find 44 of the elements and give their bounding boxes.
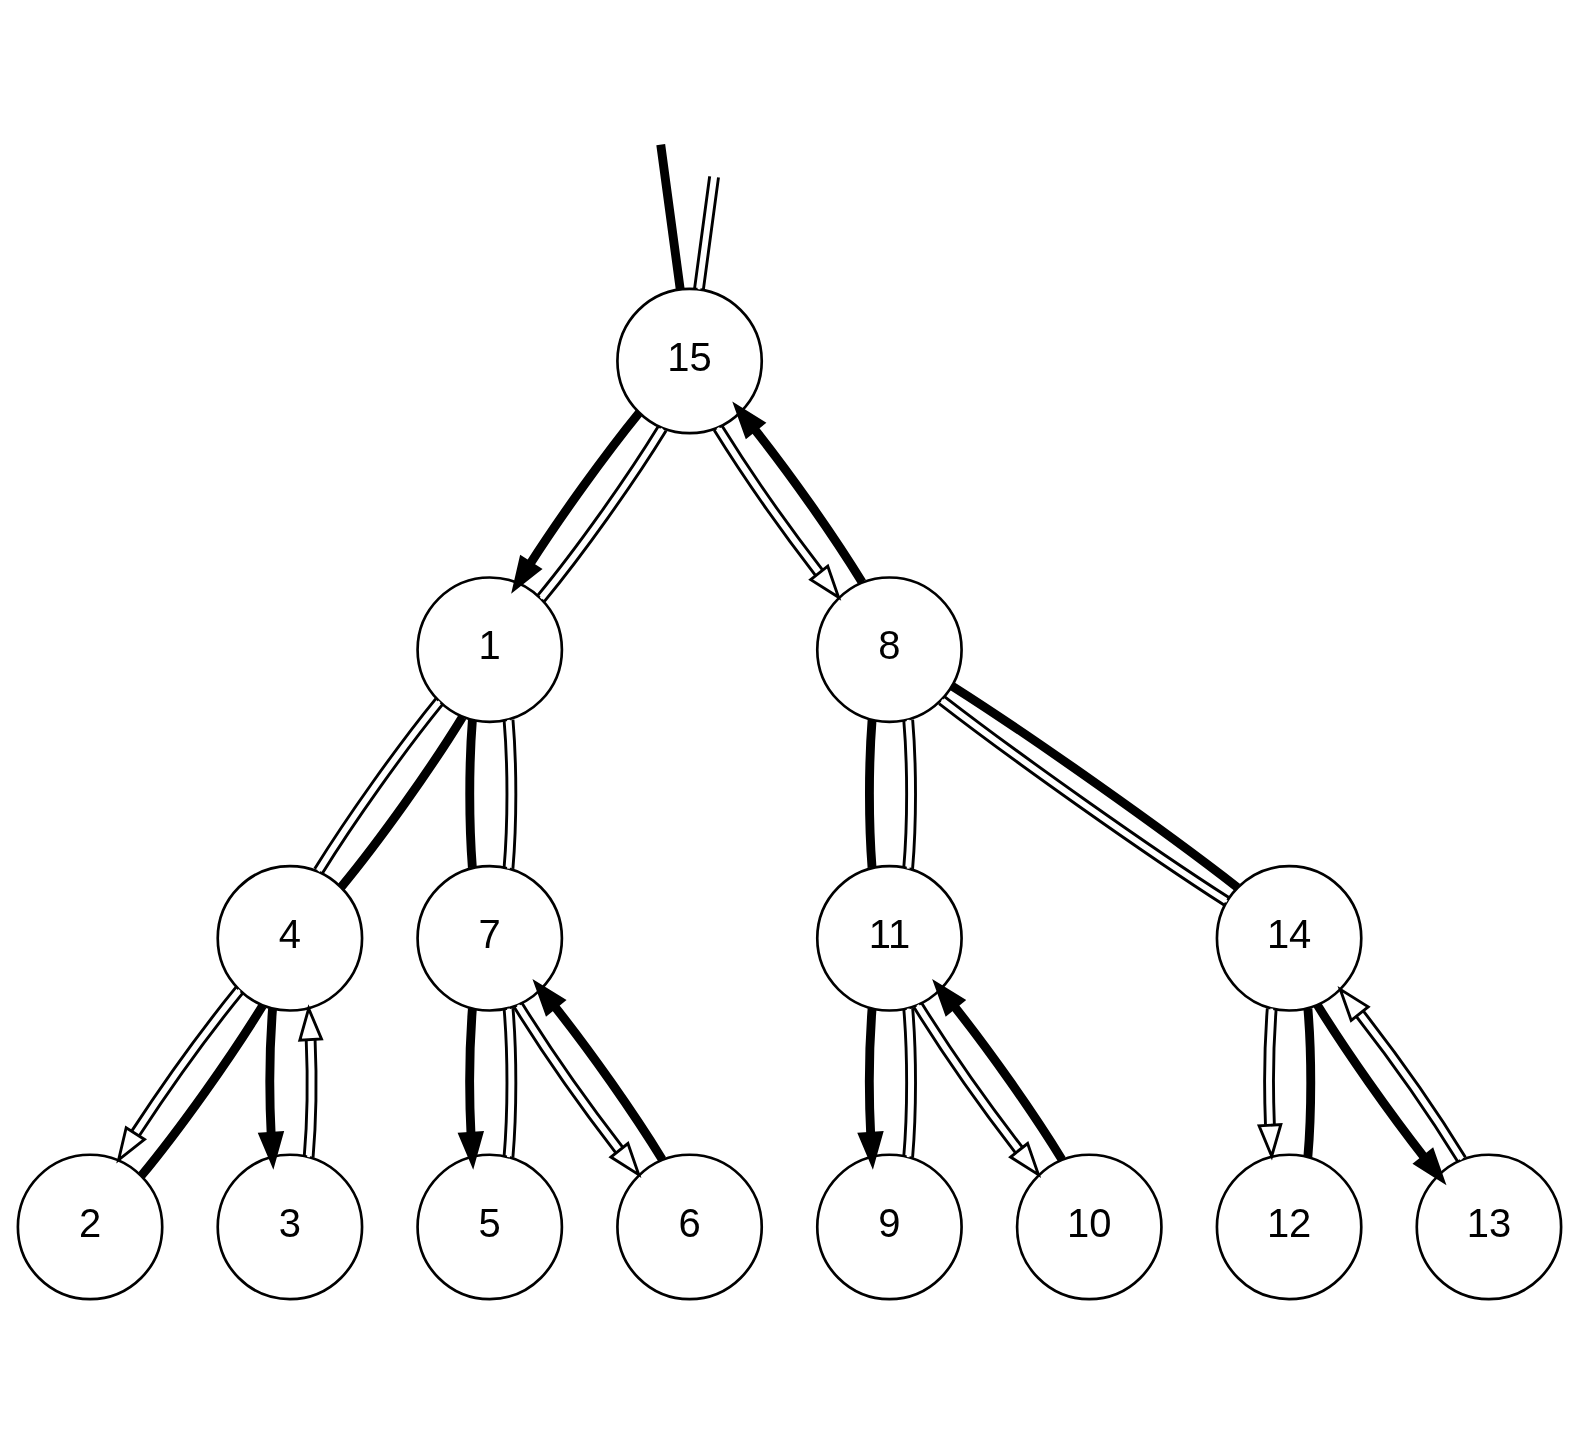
connector [901, 1008, 917, 1158]
node-circle: 15 [615, 287, 763, 435]
arrow [510, 409, 643, 594]
arrow [856, 1008, 884, 1170]
node-circle: 14 [1215, 864, 1363, 1012]
node-circle: 6 [615, 1153, 763, 1301]
connector [901, 719, 917, 870]
arrow [1256, 1008, 1283, 1161]
connector [502, 1008, 517, 1158]
node-circle: 1 [415, 576, 563, 724]
connector [937, 695, 1230, 907]
arrow [1313, 1002, 1446, 1186]
connector [502, 719, 517, 870]
connector [137, 1003, 266, 1179]
arrow [297, 1004, 324, 1158]
connector [312, 697, 444, 875]
node-circle: 3 [215, 1153, 363, 1301]
connector [864, 719, 876, 868]
arrow [712, 424, 841, 601]
node-circle: 13 [1414, 1153, 1562, 1301]
node-circle: 5 [415, 1153, 563, 1301]
arrow [512, 1001, 641, 1179]
connector [464, 719, 477, 868]
arrow [531, 978, 666, 1162]
connector [655, 144, 685, 290]
arrow [457, 1008, 484, 1170]
arrow [931, 978, 1066, 1162]
node-circle: 9 [815, 1153, 963, 1301]
arrow [1337, 985, 1467, 1163]
arrow [912, 1001, 1041, 1179]
arrow [115, 986, 244, 1164]
connector [949, 682, 1240, 891]
node-circle: 10 [1015, 1153, 1163, 1301]
node-circle: 2 [16, 1153, 164, 1301]
node-circle: 8 [815, 576, 963, 724]
connector [1302, 1008, 1315, 1158]
node-circle: 11 [815, 864, 963, 1012]
arrow [257, 1008, 284, 1170]
arrow [731, 401, 866, 585]
node-circle: 4 [215, 864, 363, 1012]
node-circle: 7 [415, 864, 563, 1012]
node-circle: 12 [1215, 1153, 1363, 1301]
connector [337, 714, 466, 890]
connector [535, 425, 667, 603]
